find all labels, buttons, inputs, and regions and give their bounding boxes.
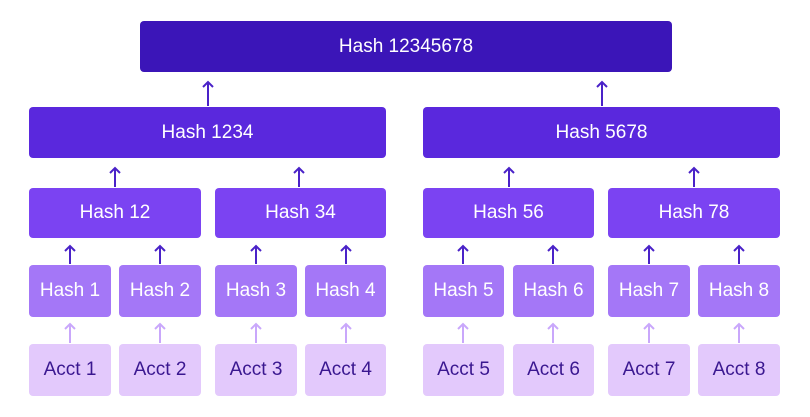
- hash-7-label: Hash 7: [618, 280, 680, 301]
- acct-5-node: Acct 5: [423, 344, 504, 396]
- arrow-hash-7-to-hash-78: [643, 244, 655, 264]
- hash-8-node: Hash 8: [698, 265, 780, 317]
- arrow-hash-12-to-hash-1234: [109, 166, 121, 187]
- hash-7-node: Hash 7: [608, 265, 690, 317]
- hash-3-node: Hash 3: [215, 265, 297, 317]
- arrow-acct-4-to-hash-4: [340, 322, 352, 343]
- acct-1-label: Acct 1: [43, 359, 97, 380]
- hash-3-label: Hash 3: [225, 280, 287, 301]
- acct-4-node: Acct 4: [305, 344, 386, 396]
- arrow-hash-4-to-hash-34: [340, 244, 352, 264]
- acct-7-label: Acct 7: [622, 359, 676, 380]
- hash-8-label: Hash 8: [708, 280, 770, 301]
- hash-56-label: Hash 56: [473, 202, 544, 223]
- acct-2-node: Acct 2: [119, 344, 201, 396]
- arrow-acct-5-to-hash-5: [457, 322, 469, 343]
- arrow-hash-5-to-hash-56: [457, 244, 469, 264]
- hash-5-label: Hash 5: [433, 280, 494, 301]
- hash-root-node: Hash 12345678: [140, 21, 672, 72]
- hash-2-node: Hash 2: [119, 265, 201, 317]
- hash-34-label: Hash 34: [265, 202, 336, 223]
- hash-12-node: Hash 12: [29, 188, 201, 238]
- acct-3-label: Acct 3: [229, 359, 283, 380]
- arrow-acct-7-to-hash-7: [643, 322, 655, 343]
- arrow-acct-8-to-hash-8: [733, 322, 745, 343]
- arrow-hash-78-to-hash-5678: [688, 166, 700, 187]
- arrow-acct-6-to-hash-6: [547, 322, 559, 343]
- hash-12-label: Hash 12: [79, 202, 151, 223]
- acct-8-node: Acct 8: [698, 344, 780, 396]
- arrow-hash-1234-to-root: [202, 80, 214, 106]
- hash-1-label: Hash 1: [39, 280, 101, 301]
- acct-7-node: Acct 7: [608, 344, 690, 396]
- acct-6-label: Acct 6: [527, 359, 580, 380]
- hash-78-label: Hash 78: [658, 202, 730, 223]
- arrow-acct-3-to-hash-3: [250, 322, 262, 343]
- hash-56-node: Hash 56: [423, 188, 594, 238]
- hash-1-node: Hash 1: [29, 265, 111, 317]
- hash-6-label: Hash 6: [523, 280, 584, 301]
- acct-5-label: Acct 5: [437, 359, 490, 380]
- arrow-hash-5678-to-root: [596, 80, 608, 106]
- acct-2-label: Acct 2: [133, 359, 187, 380]
- arrow-hash-8-to-hash-78: [733, 244, 745, 264]
- arrow-hash-56-to-hash-5678: [503, 166, 515, 187]
- acct-8-label: Acct 8: [712, 359, 766, 380]
- hash-78-node: Hash 78: [608, 188, 780, 238]
- hash-root-label: Hash 12345678: [338, 35, 474, 57]
- acct-1-node: Acct 1: [29, 344, 111, 396]
- hash-5678-node: Hash 5678: [423, 107, 780, 158]
- arrow-acct-2-to-hash-2: [154, 322, 166, 343]
- hash-4-node: Hash 4: [305, 265, 386, 317]
- hash-2-label: Hash 2: [129, 280, 191, 301]
- hash-6-node: Hash 6: [513, 265, 594, 317]
- arrow-hash-6-to-hash-56: [547, 244, 559, 264]
- hash-34-node: Hash 34: [215, 188, 386, 238]
- hash-5678-label: Hash 5678: [555, 121, 648, 143]
- hash-4-label: Hash 4: [315, 280, 376, 301]
- arrow-hash-1-to-hash-12: [64, 244, 76, 264]
- arrow-hash-2-to-hash-12: [154, 244, 166, 264]
- hash-1234-node: Hash 1234: [29, 107, 386, 158]
- arrow-hash-3-to-hash-34: [250, 244, 262, 264]
- acct-6-node: Acct 6: [513, 344, 594, 396]
- acct-4-label: Acct 4: [319, 359, 372, 380]
- arrow-acct-1-to-hash-1: [64, 322, 76, 343]
- arrow-hash-34-to-hash-1234: [293, 166, 305, 187]
- hash-1234-label: Hash 1234: [161, 121, 254, 143]
- acct-3-node: Acct 3: [215, 344, 297, 396]
- hash-5-node: Hash 5: [423, 265, 504, 317]
